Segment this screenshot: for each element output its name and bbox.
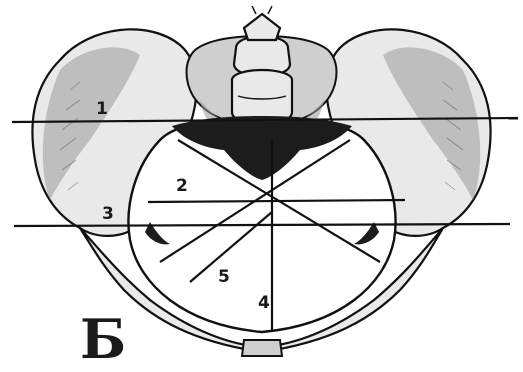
panel-letter: Б xyxy=(80,307,126,371)
label-diameter-4: 4 xyxy=(258,293,270,313)
label-diameter-2: 2 xyxy=(176,176,188,196)
label-diameter-5: 5 xyxy=(218,267,230,287)
label-diameter-3: 3 xyxy=(102,204,114,224)
lumbar-vertebra xyxy=(232,6,292,124)
label-diameter-1: 1 xyxy=(96,99,108,119)
